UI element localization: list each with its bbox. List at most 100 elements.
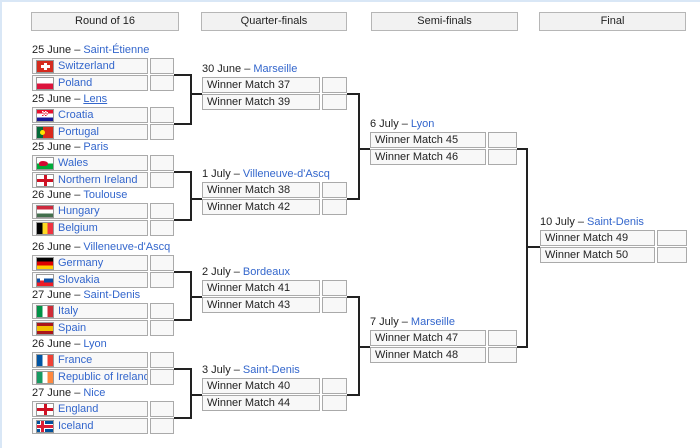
switzerland-flag-icon [36, 59, 54, 73]
winner-placeholder-row: Winner Match 40 [202, 378, 320, 394]
city-link[interactable]: Paris [83, 141, 109, 153]
match-date-text: 27 June – [32, 289, 81, 301]
match-date-label: 30 June –Marseille [202, 63, 297, 75]
republic-of-ireland-flag-icon [36, 370, 54, 384]
city-link[interactable]: Toulouse [83, 189, 128, 201]
team-link[interactable]: Wales [58, 157, 89, 169]
score-cell [657, 247, 687, 263]
team-row: Slovakia [32, 272, 148, 288]
team-row: England [32, 401, 148, 417]
city-link[interactable]: Nice [83, 387, 106, 399]
bracket-connector [526, 246, 540, 248]
team-link[interactable]: Switzerland [58, 60, 115, 72]
round-header-final: Final [539, 12, 686, 31]
city-link[interactable]: Saint-Denis [83, 289, 141, 301]
score-cell [150, 401, 174, 417]
winner-placeholder-label: Winner Match 45 [375, 134, 459, 146]
bracket-connector [174, 74, 190, 76]
winner-placeholder-row: Winner Match 43 [202, 297, 320, 313]
bracket-connector [190, 296, 202, 298]
match-date-label: 25 June –Paris [32, 141, 108, 153]
city-link[interactable]: Saint-Étienne [83, 44, 150, 56]
score-cell [488, 132, 517, 148]
winner-placeholder-row: Winner Match 46 [370, 149, 486, 165]
bracket-connector [174, 171, 190, 173]
team-link[interactable]: England [58, 403, 99, 415]
match-date-text: 25 June – [32, 44, 81, 56]
iceland-flag-icon [36, 419, 54, 433]
score-cell [488, 347, 517, 363]
score-cell [150, 352, 174, 368]
city-link[interactable]: Villeneuve-d'Ascq [83, 241, 171, 253]
score-cell [150, 107, 174, 123]
winner-placeholder-label: Winner Match 48 [375, 349, 459, 361]
bracket-connector [526, 148, 528, 348]
team-link[interactable]: Slovakia [58, 274, 100, 286]
bracket-connector [347, 394, 360, 396]
match-date-label: 25 June –Lens [32, 93, 107, 105]
match-date-label: 3 July –Saint-Denis [202, 364, 300, 376]
match-date-text: 25 June – [32, 93, 81, 105]
round-header-semi-finals: Semi-finals [371, 12, 518, 31]
city-link[interactable]: Lens [83, 93, 108, 105]
score-cell [657, 230, 687, 246]
score-cell [150, 124, 174, 140]
city-link[interactable]: Saint-Denis [242, 364, 300, 376]
slovakia-flag-icon [36, 273, 54, 287]
bracket-connector [517, 148, 528, 150]
team-link[interactable]: Spain [58, 322, 87, 334]
match-date-label: 27 June –Saint-Denis [32, 289, 140, 301]
score-cell [488, 330, 517, 346]
winner-placeholder-label: Winner Match 37 [207, 79, 291, 91]
match-date-label: 26 June –Villeneuve-d'Ascq [32, 241, 170, 253]
city-link[interactable]: Saint-Denis [587, 216, 644, 228]
team-link[interactable]: Italy [58, 305, 79, 317]
city-link[interactable]: Villeneuve-d'Ascq [242, 168, 330, 180]
bracket-connector [190, 93, 202, 95]
hungary-flag-icon [36, 204, 54, 218]
match-date-text: 27 June – [32, 387, 81, 399]
team-link[interactable]: Republic of Ireland [58, 371, 148, 383]
team-row: Italy [32, 303, 148, 319]
score-cell [488, 149, 517, 165]
team-link[interactable]: Hungary [58, 205, 100, 217]
city-link[interactable]: Lyon [83, 338, 107, 350]
bracket-connector [174, 417, 190, 419]
team-link[interactable]: Northern Ireland [58, 174, 138, 186]
winner-placeholder-row: Winner Match 47 [370, 330, 486, 346]
bracket-connector [358, 93, 360, 200]
team-link[interactable]: Croatia [58, 109, 94, 121]
match-date-text: 26 June – [32, 241, 81, 253]
team-link[interactable]: Germany [58, 257, 104, 269]
score-cell [150, 303, 174, 319]
city-link[interactable]: Marseille [410, 316, 455, 328]
city-link[interactable]: Bordeaux [242, 266, 291, 278]
score-cell [150, 418, 174, 434]
bracket-connector [358, 148, 370, 150]
bracket-connector [347, 198, 360, 200]
team-link[interactable]: Iceland [58, 420, 94, 432]
bracket-connector [190, 394, 202, 396]
score-cell [322, 280, 347, 296]
city-link[interactable]: Lyon [410, 118, 435, 130]
score-cell [150, 320, 174, 336]
team-row: Northern Ireland [32, 172, 148, 188]
score-cell [150, 75, 174, 91]
team-row: Hungary [32, 203, 148, 219]
match-date-label: 25 June –Saint-Étienne [32, 44, 149, 56]
match-date-text: 25 June – [32, 141, 81, 153]
score-cell [322, 297, 347, 313]
germany-flag-icon [36, 256, 54, 270]
team-link[interactable]: France [58, 354, 93, 366]
score-cell [150, 58, 174, 74]
match-date-text: 3 July – [202, 364, 240, 376]
team-link[interactable]: Belgium [58, 222, 98, 234]
bracket-connector [347, 296, 360, 298]
city-link[interactable]: Marseille [253, 63, 298, 75]
bracket-connector [358, 346, 370, 348]
team-link[interactable]: Portugal [58, 126, 99, 138]
winner-placeholder-label: Winner Match 49 [545, 232, 629, 244]
portugal-flag-icon [36, 125, 54, 139]
team-link[interactable]: Poland [58, 77, 93, 89]
winner-placeholder-label: Winner Match 40 [207, 380, 291, 392]
